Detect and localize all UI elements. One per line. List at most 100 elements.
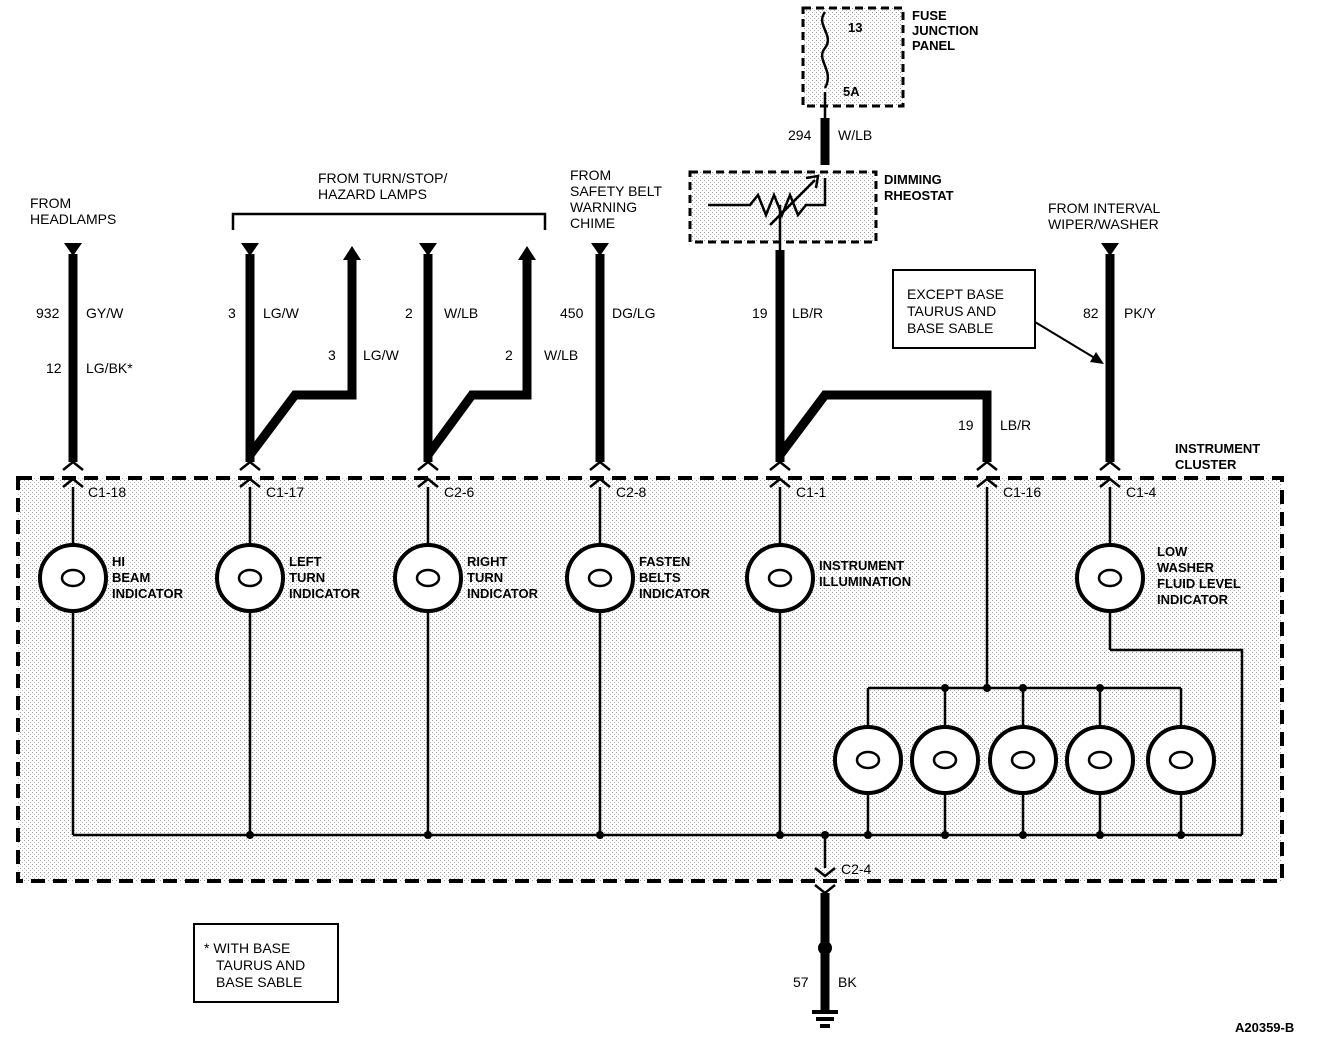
wire-82-number: 82 bbox=[1083, 305, 1099, 321]
with-note-2: TAURUS AND bbox=[216, 957, 305, 973]
rheostat-shading bbox=[690, 172, 876, 242]
source-turn-1: FROM TURN/STOP/ bbox=[318, 170, 447, 186]
fuse-number: 13 bbox=[848, 20, 862, 35]
junction-dots bbox=[246, 684, 1185, 839]
chevron-c1-17 bbox=[239, 460, 261, 471]
low-washer-label-2: WASHER bbox=[1157, 560, 1215, 575]
splice-dot bbox=[818, 941, 832, 955]
wire-12-number: 12 bbox=[46, 360, 62, 376]
hi-beam-label-1: HI bbox=[112, 554, 125, 569]
hi-beam-label-3: INDICATOR bbox=[112, 586, 184, 601]
chevron-c2-8-lower bbox=[589, 477, 611, 488]
bulb-filament-icon bbox=[1010, 750, 1036, 770]
fasten-belts-label-2: BELTS bbox=[639, 570, 681, 585]
except-note-1: EXCEPT BASE bbox=[907, 286, 1004, 302]
wire-3-left-out bbox=[246, 258, 357, 458]
illumination-bulb-icon bbox=[745, 543, 815, 613]
source-belt-2: SAFETY BELT bbox=[570, 183, 663, 199]
instrument-cluster: INSTRUMENT CLUSTER C1-18 C1-17 C2-6 C2-8… bbox=[16, 441, 1284, 895]
chevron-c1-4 bbox=[1099, 460, 1121, 471]
wire-450-color: DG/LG bbox=[612, 305, 656, 321]
chevron-c2-8 bbox=[589, 460, 611, 471]
junction-dot bbox=[941, 684, 949, 692]
source-wiper-2: WIPER/WASHER bbox=[1048, 216, 1159, 232]
junction-dot bbox=[1019, 831, 1027, 839]
connector-c1-1: C1-1 bbox=[796, 484, 827, 500]
fuse-panel-border bbox=[801, 6, 905, 108]
junction-dot bbox=[1096, 684, 1104, 692]
source-belt-4: CHIME bbox=[570, 215, 615, 231]
fuse-panel-title-2: JUNCTION bbox=[912, 23, 978, 38]
source-wiper-1: FROM INTERVAL bbox=[1048, 200, 1160, 216]
wire-932-color: GY/W bbox=[86, 305, 124, 321]
rheostat-label-2: RHEOSTAT bbox=[884, 188, 954, 203]
fasten-belts-indicator: FASTEN BELTS INDICATOR bbox=[565, 543, 711, 613]
illumination-label-2: ILLUMINATION bbox=[819, 574, 911, 589]
connector-c2-4: C2-4 bbox=[841, 861, 872, 877]
wire-294-number: 294 bbox=[788, 127, 812, 143]
wire-3a-color: LG/W bbox=[263, 305, 300, 321]
except-note-2: TAURUS AND bbox=[907, 303, 996, 319]
junction-dot bbox=[1096, 831, 1104, 839]
wire-12-color: LG/BK* bbox=[86, 360, 133, 376]
right-turn-indicator: RIGHT TURN INDICATOR bbox=[393, 543, 539, 613]
junction-dot bbox=[776, 831, 784, 839]
fasten-belts-label-1: FASTEN bbox=[639, 554, 690, 569]
wiper-source-arrow bbox=[1101, 243, 1119, 256]
right-turn-label-2: TURN bbox=[467, 570, 503, 585]
low-washer-indicator: LOW WASHER FLUID LEVEL INDICATOR bbox=[1075, 543, 1241, 613]
junction-dot bbox=[1019, 684, 1027, 692]
with-note-1: * WITH BASE bbox=[204, 940, 290, 956]
source-headlamps-1: FROM bbox=[30, 195, 71, 211]
low-washer-label-1: LOW bbox=[1157, 544, 1188, 559]
figure-id: A20359-B bbox=[1235, 1020, 1294, 1035]
chevron-c1-18-lower bbox=[62, 477, 84, 488]
hi-beam-label-2: BEAM bbox=[112, 570, 150, 585]
junction-dot bbox=[246, 831, 254, 839]
fuse-rating: 5A bbox=[843, 84, 860, 99]
chevron-c2-4-lower bbox=[814, 884, 836, 895]
rheostat-arrow bbox=[805, 174, 820, 189]
wire-19-branch bbox=[776, 390, 992, 462]
hi-beam-indicator: HI BEAM INDICATOR bbox=[38, 543, 184, 613]
wire-932-number: 932 bbox=[36, 305, 60, 321]
bulb-filament-icon bbox=[60, 568, 86, 588]
washer-return bbox=[1110, 648, 1244, 835]
junction-dot bbox=[941, 831, 949, 839]
with-note-box bbox=[193, 923, 339, 1003]
wire-450-number: 450 bbox=[560, 305, 584, 321]
headlamps-source-arrow bbox=[64, 243, 82, 256]
wire-2-right-out bbox=[424, 258, 532, 458]
low-washer-label-4: INDICATOR bbox=[1157, 592, 1229, 607]
rheostat-wiper bbox=[769, 179, 816, 226]
wire-57-color: BK bbox=[838, 974, 857, 990]
left-turn-label-3: INDICATOR bbox=[289, 586, 361, 601]
bulb-filament-icon bbox=[415, 568, 441, 588]
illumination-bulb-icon bbox=[1146, 725, 1216, 795]
chevron-c2-6 bbox=[417, 460, 439, 471]
fuse-junction-panel: 13 5A FUSE JUNCTION PANEL bbox=[801, 6, 978, 108]
cluster-border bbox=[16, 476, 1284, 883]
bulb-filament-icon bbox=[1168, 750, 1194, 770]
connector-c1-4: C1-4 bbox=[1126, 484, 1157, 500]
left-turn-out-arrow bbox=[343, 246, 361, 260]
connector-c2-6: C2-6 bbox=[444, 484, 475, 500]
right-turn-bulb-icon bbox=[393, 543, 463, 613]
wire-2b-number: 2 bbox=[505, 347, 513, 363]
rheostat-resistor bbox=[708, 178, 827, 219]
cluster-shading bbox=[18, 478, 1282, 881]
fuse-panel-shading bbox=[803, 8, 903, 106]
chevron-c2-6-lower bbox=[417, 477, 439, 488]
with-note-3: BASE SABLE bbox=[216, 974, 302, 990]
wire-3b-color: LG/W bbox=[363, 347, 400, 363]
illumination-bulb-icon bbox=[1065, 725, 1135, 795]
bulb-filament-icon bbox=[1097, 568, 1123, 588]
fasten-belts-bulb-icon bbox=[565, 543, 635, 613]
cluster-title-1: INSTRUMENT bbox=[1175, 441, 1260, 456]
bulb-filament-icon bbox=[855, 750, 881, 770]
junction-dot bbox=[864, 831, 872, 839]
fuse-panel-title-3: PANEL bbox=[912, 38, 955, 53]
illumination-bulbs bbox=[833, 725, 1216, 795]
